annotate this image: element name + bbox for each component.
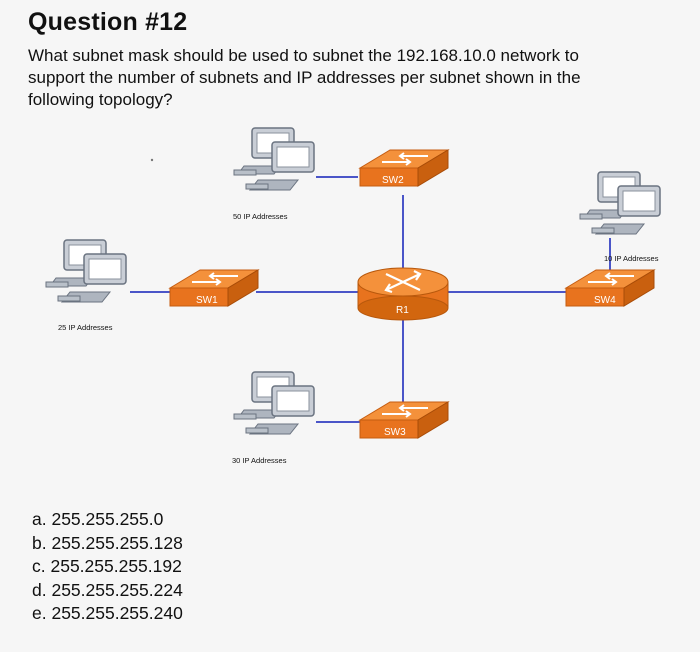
pc-group-sw3-icon bbox=[233, 371, 315, 435]
pc-group-sw4-icon bbox=[579, 171, 661, 235]
stray-dot bbox=[150, 158, 154, 162]
router-r1: R1 bbox=[357, 267, 449, 321]
switch-sw2-label: SW2 bbox=[382, 175, 404, 186]
router-r1-label: R1 bbox=[396, 305, 409, 316]
question-text-line-2: support the number of subnets and IP add… bbox=[28, 68, 581, 87]
question-title: Question #12 bbox=[28, 8, 188, 36]
sw1-address-count: 25 IP Addresses bbox=[58, 323, 113, 332]
switch-sw2: SW2 bbox=[359, 149, 449, 187]
question-text-line-1: What subnet mask should be used to subne… bbox=[28, 46, 579, 65]
option-e[interactable]: e. 255.255.255.240 bbox=[32, 603, 183, 623]
router-icon bbox=[357, 267, 449, 321]
switch-sw1-label: SW1 bbox=[196, 295, 218, 306]
answer-options: a. 255.255.255.0 b. 255.255.255.128 c. 2… bbox=[32, 508, 183, 626]
switch-sw2-icon bbox=[359, 149, 449, 187]
network-links bbox=[130, 176, 611, 423]
pc-group-sw2-icon bbox=[233, 127, 315, 191]
sw2-address-count: 50 IP Addresses bbox=[233, 212, 288, 221]
switch-sw3-label: SW3 bbox=[384, 427, 406, 438]
sw4-address-count: 10 IP Addresses bbox=[604, 254, 659, 263]
pc-group-sw1-icon bbox=[45, 239, 127, 303]
option-c[interactable]: c. 255.255.255.192 bbox=[32, 556, 182, 576]
question-text-line-3: following topology? bbox=[28, 90, 173, 109]
option-a[interactable]: a. 255.255.255.0 bbox=[32, 509, 164, 529]
option-b[interactable]: b. 255.255.255.128 bbox=[32, 532, 183, 553]
switch-sw4: SW4 bbox=[565, 269, 655, 307]
option-d[interactable]: d. 255.255.255.224 bbox=[32, 579, 183, 600]
sw3-address-count: 30 IP Addresses bbox=[232, 456, 287, 465]
switch-sw3: SW3 bbox=[359, 401, 449, 439]
switch-sw4-label: SW4 bbox=[594, 295, 616, 306]
switch-sw1: SW1 bbox=[169, 269, 259, 307]
